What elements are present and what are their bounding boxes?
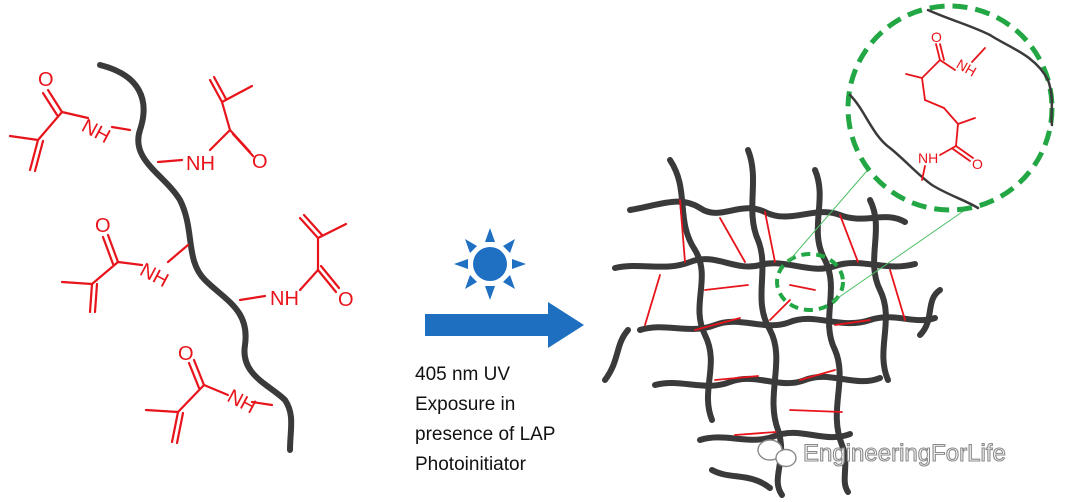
polymer-backbone — [97, 62, 295, 453]
methacrylamide-group — [238, 213, 348, 302]
caption-line: Photoinitiator — [415, 454, 527, 475]
nh-label: NH — [78, 115, 114, 148]
nh-label: NH — [918, 150, 938, 166]
methacrylamide-group — [156, 75, 255, 164]
oxygen-label: O — [931, 29, 942, 45]
uv-light-icon — [454, 228, 526, 300]
watermark-text: EngineeringForLife — [803, 440, 1006, 467]
methacrylamide-group — [144, 358, 274, 445]
oxygen-label: O — [972, 156, 983, 172]
watermark: EngineeringForLife — [757, 439, 1006, 468]
zoom-connector — [787, 164, 966, 303]
oxygen-label: O — [38, 69, 54, 91]
reaction-arrow — [425, 302, 584, 348]
caption-line: Exposure in — [415, 394, 515, 415]
oxygen-label: O — [338, 289, 354, 311]
wechat-icon — [757, 439, 797, 468]
zoom-inset: O NH O NH — [845, 3, 1055, 213]
gelma-monomer-chain: NH O NH O NH O NH O NH O — [8, 62, 354, 453]
nh-label: NH — [224, 385, 260, 418]
oxygen-label: O — [178, 343, 194, 365]
polymer-backbone — [848, 93, 980, 210]
nh-label: NH — [270, 288, 299, 310]
reaction-caption: 405 nm UV Exposure in presence of LAP Ph… — [415, 364, 555, 475]
oxygen-label: O — [252, 151, 268, 173]
caption-line: 405 nm UV — [415, 364, 510, 385]
oxygen-label: O — [95, 215, 111, 237]
polymer-backbone — [926, 8, 1054, 127]
caption-line: presence of LAP — [415, 424, 555, 445]
methacrylamide-group — [8, 88, 132, 173]
crosslink-structure — [905, 43, 986, 181]
highlight-circle — [775, 252, 845, 312]
methacrylamide-group — [60, 233, 190, 314]
nh-label: NH — [186, 153, 215, 175]
